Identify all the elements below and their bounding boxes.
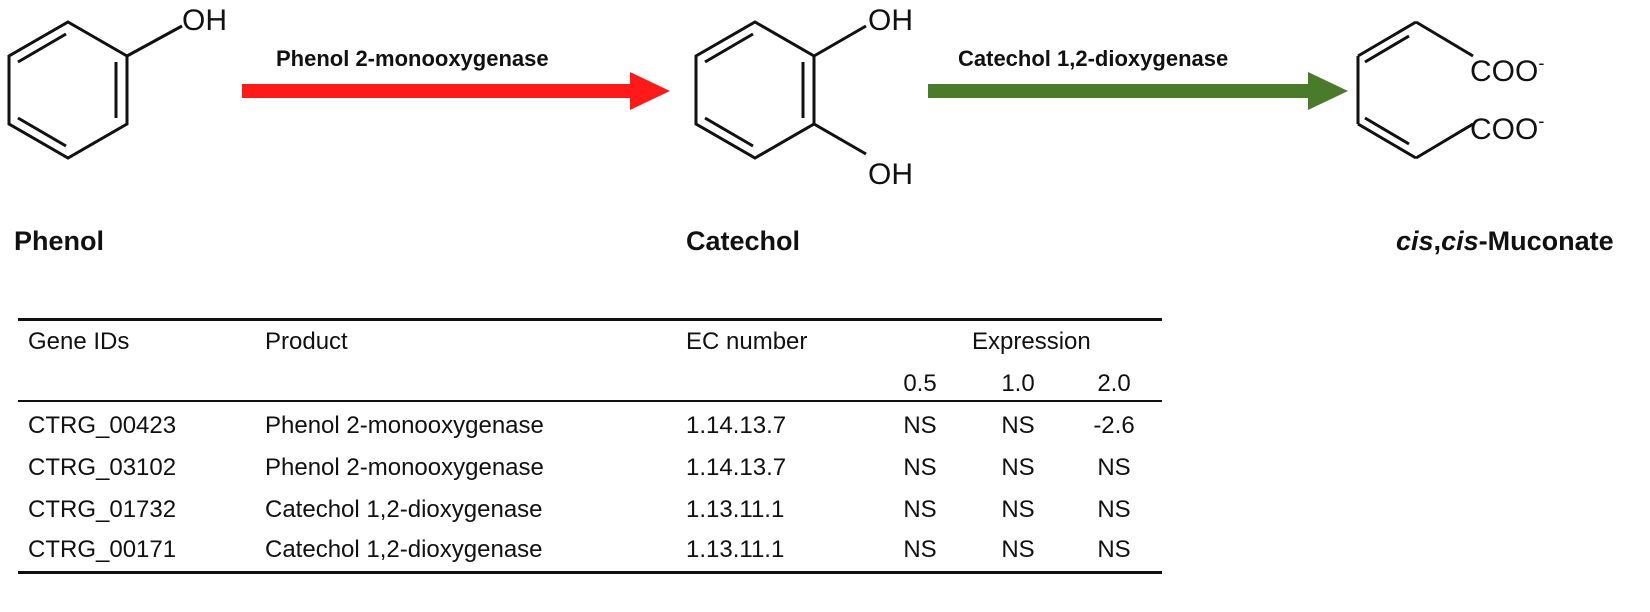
molecule-label-phenol: Phenol [14, 226, 105, 256]
row-expression-2-0: -2.6 [1093, 412, 1135, 439]
header-expression: Expression [972, 328, 1091, 355]
table-rule-top [18, 318, 1162, 321]
row-gene-id: CTRG_01732 [28, 496, 177, 523]
row-expression-0-5: NS [903, 496, 937, 523]
molecule-label-catechol: Catechol [686, 226, 801, 256]
row-product: Catechol 1,2-dioxygenase [265, 536, 543, 563]
row-expression-1-0: NS [1001, 454, 1035, 481]
muconate-coo-top-label: COO- [1470, 53, 1545, 88]
header-conc-0-5: 0.5 [903, 370, 937, 397]
phenol-monooxygenase-arrow [242, 72, 670, 110]
header-conc-2-0: 2.0 [1097, 370, 1131, 397]
catechol-oh-bottom-label: OH [868, 158, 913, 191]
catechol-oh-top-label: OH [868, 4, 913, 37]
row-expression-2-0: NS [1097, 496, 1131, 523]
row-expression-2-0: NS [1097, 536, 1131, 563]
muconate-structure [1356, 20, 1474, 160]
table-rule-header [18, 400, 1162, 402]
row-ec-number: 1.13.11.1 [686, 536, 785, 563]
row-product: Phenol 2-monooxygenase [265, 454, 544, 481]
row-expression-1-0: NS [1001, 496, 1035, 523]
row-ec-number: 1.14.13.7 [686, 412, 787, 439]
row-gene-id: CTRG_00423 [28, 412, 177, 439]
row-expression-0-5: NS [903, 536, 937, 563]
row-expression-0-5: NS [903, 412, 937, 439]
phenol-structure [7, 20, 183, 160]
row-expression-0-5: NS [903, 454, 937, 481]
header-product: Product [265, 328, 348, 355]
row-expression-1-0: NS [1001, 536, 1035, 563]
header-ec-number: EC number [686, 328, 808, 355]
row-gene-id: CTRG_03102 [28, 454, 177, 481]
muconate-coo-bottom-label: COO- [1470, 111, 1545, 146]
pathway-diagram [7, 20, 1474, 160]
row-expression-1-0: NS [1001, 412, 1035, 439]
header-conc-1-0: 1.0 [1001, 370, 1035, 397]
row-ec-number: 1.13.11.1 [686, 496, 785, 523]
row-ec-number: 1.14.13.7 [686, 454, 787, 481]
enzyme-label-phenol-monooxygenase: Phenol 2-monooxygenase [276, 46, 549, 71]
row-product: Catechol 1,2-dioxygenase [265, 496, 543, 523]
row-expression-2-0: NS [1097, 454, 1131, 481]
catechol-dioxygenase-arrow [928, 72, 1348, 110]
molecule-label-muconate: cis,cis-Muconate [1396, 226, 1614, 256]
phenol-oh-label: OH [182, 4, 227, 37]
row-gene-id: CTRG_00171 [28, 536, 177, 563]
catechol-structure [694, 20, 867, 160]
row-product: Phenol 2-monooxygenase [265, 412, 544, 439]
header-gene-ids: Gene IDs [28, 328, 130, 355]
table-rule-bottom [18, 571, 1162, 574]
enzyme-label-catechol-dioxygenase: Catechol 1,2-dioxygenase [958, 46, 1229, 71]
